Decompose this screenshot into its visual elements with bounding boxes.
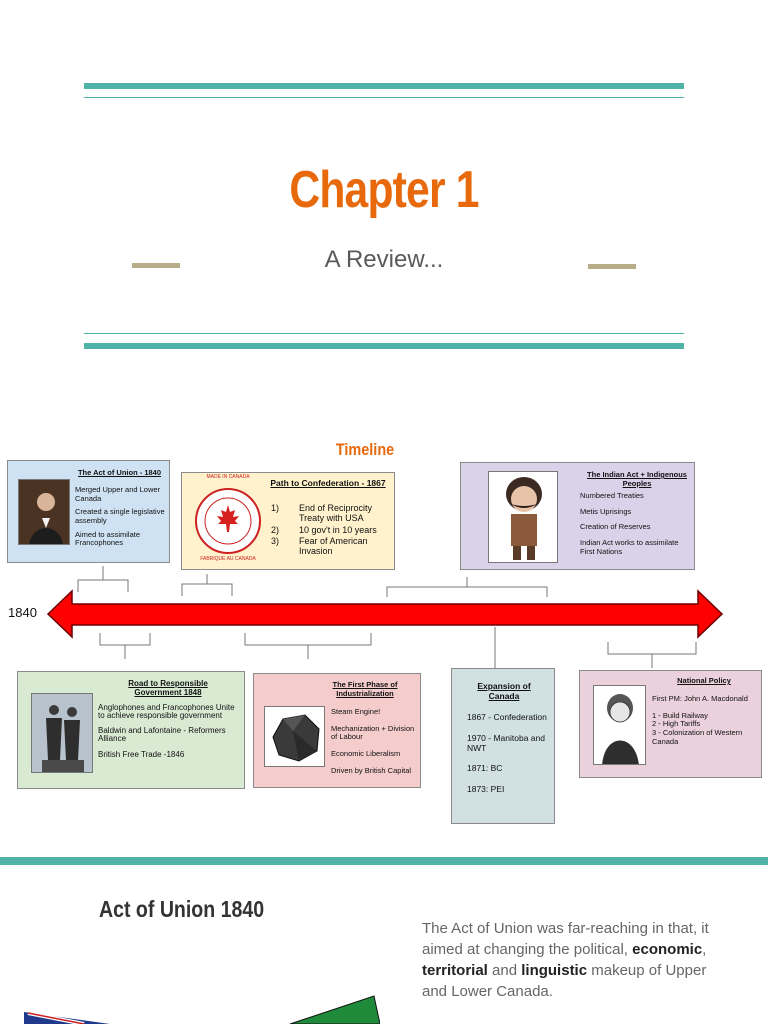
header-rule-top-thin [84, 97, 684, 98]
timeline-box-industrialization: The First Phase of Industrialization Ste… [253, 673, 421, 788]
timeline-box-line: Merged Upper and Lower Canada [75, 485, 161, 503]
subtitle-dash-right [588, 264, 636, 269]
timeline-box-expansion: Expansion of Canada 1867 - Confederation… [451, 668, 555, 824]
paragraph-text-start: The Act of Union was far-reaching in tha… [422, 920, 709, 958]
brace-expansion [494, 627, 496, 671]
timeline-box-responsible-gov: Road to Responsible Government 1848 Angl… [17, 671, 245, 789]
timeline-box-line: Steam Engine! [331, 707, 381, 716]
paragraph-text-end: makeup of Upper and Lower Canada. [422, 962, 707, 1000]
timeline-box-national-policy: National Policy First PM: John A. Macdon… [579, 670, 762, 778]
union-flag-image [24, 1011, 110, 1024]
timeline-box-line: 2 - High Tariffs [652, 719, 701, 729]
caricature-figure-icon [506, 477, 542, 560]
timeline-box-line: Creation of Reserves [580, 522, 651, 532]
timeline-box-line: Metis Uprisings [580, 506, 632, 516]
paragraph-separator: , [702, 941, 707, 958]
timeline-box-line: 1873: PEI [467, 784, 505, 795]
timeline-start-label: 1840 [8, 605, 37, 620]
subtitle-dash-left [132, 263, 180, 268]
coal-image [264, 706, 325, 767]
header-rule-top-thick [84, 83, 684, 89]
portrait-sketch-icon [602, 694, 639, 764]
timeline-box-title: Expansion of Canada [477, 681, 531, 701]
brace-confederation [181, 574, 233, 596]
paragraph-separator: and [487, 962, 522, 979]
timeline-box-line: Baldwin and Lafontaine - Reformers Allia… [98, 725, 226, 744]
timeline-box-line: Aimed to assimilate Francophones [75, 529, 141, 548]
made-in-canada-stamp-icon [195, 488, 261, 554]
brace-responsible-gov [99, 633, 151, 659]
timeline-box-line: 1867 - Confederation [467, 712, 547, 722]
timeline-box-line: British Free Trade -1846 [98, 749, 185, 759]
list-text: 10 gov't in 10 years [299, 524, 377, 535]
timeline-box-line: First PM: John A. Macdonald [652, 694, 748, 703]
timeline-box-line: Anglophones and Francophones Unite to ac… [98, 703, 235, 721]
list-text: Fear of American Invasion [299, 536, 368, 557]
timeline-arrow [46, 589, 724, 639]
timeline-box-line: Driven by British Capital [331, 765, 412, 775]
paragraph-bold-linguistic: linguistic [521, 962, 588, 979]
green-flag-image [289, 995, 380, 1024]
timeline-box-title: The First Phase of Industrialization [332, 680, 398, 698]
brace-national-policy [607, 642, 697, 668]
timeline-box-line: 1970 - Manitoba and NWT [467, 732, 545, 753]
timeline-box-title: National Policy [677, 676, 731, 685]
timeline-box-line: 1871: BC [467, 763, 503, 774]
timeline-box-line: Created a single legislative assembly [75, 507, 165, 525]
timeline-box-title: The Indian Act + Indigenous Peoples [587, 470, 687, 488]
timeline-title: Timeline [335, 440, 395, 459]
page-subtitle: A Review... [324, 246, 444, 273]
brace-indian-act [386, 577, 548, 597]
list-number: 2) [271, 524, 280, 535]
timeline-box-line: 3 - Colonization of Western Canada [652, 727, 743, 746]
timeline-box-confederation: Path to Confederation - 1867 MADE IN CAN… [181, 472, 395, 570]
header-rule-bottom-thick [84, 343, 684, 349]
timeline-box-line: Economic Liberalism [331, 748, 401, 758]
timeline-box-line: Mechanization + Division of Labour [331, 723, 415, 742]
timeline-box-indian-act: The Indian Act + Indigenous Peoples Numb… [460, 462, 695, 570]
brace-industrialization [244, 633, 372, 659]
timeline-box-line: 1 - Build Railway [652, 710, 708, 720]
section-paragraph: The Act of Union was far-reaching in tha… [422, 918, 722, 1002]
timeline-box-title: Path to Confederation - 1867 [270, 478, 386, 488]
list-number: 1) [271, 503, 280, 513]
timeline-box-act-of-union: The Act of Union - 1840 Merged Upper and… [7, 460, 170, 563]
timeline-box-line: Numbered Treaties [580, 491, 644, 500]
paragraph-bold-territorial: territorial [422, 962, 488, 979]
section-title: Act of Union 1840 [99, 896, 265, 922]
stamp-text-bottom: FABRIQUE AU CANADA [200, 556, 256, 562]
statue-image [31, 693, 93, 773]
portrait-figure-icon [19, 480, 69, 544]
header-rule-bottom-thin [84, 333, 684, 334]
list-text: End of Reciprocity Treaty with USA [299, 503, 373, 524]
page-title: Chapter 1 [289, 161, 479, 219]
statue-figure-icon [32, 694, 92, 772]
brace-act-of-union [77, 566, 129, 592]
coal-icon [272, 714, 320, 762]
timeline-box-title: Road to Responsible Government 1848 [128, 679, 208, 698]
stamp-text-top: MADE IN CANADA [206, 474, 250, 480]
paragraph-bold-economic: economic [632, 941, 703, 958]
macdonald-portrait-image [593, 685, 646, 765]
timeline-box-line: Indian Act works to assimilate First Nat… [580, 537, 679, 556]
timeline-box-title: The Act of Union - 1840 [77, 468, 162, 477]
list-number: 3) [271, 536, 280, 547]
portrait-image [18, 479, 70, 545]
caricature-image [488, 471, 558, 563]
section-divider [0, 857, 768, 865]
